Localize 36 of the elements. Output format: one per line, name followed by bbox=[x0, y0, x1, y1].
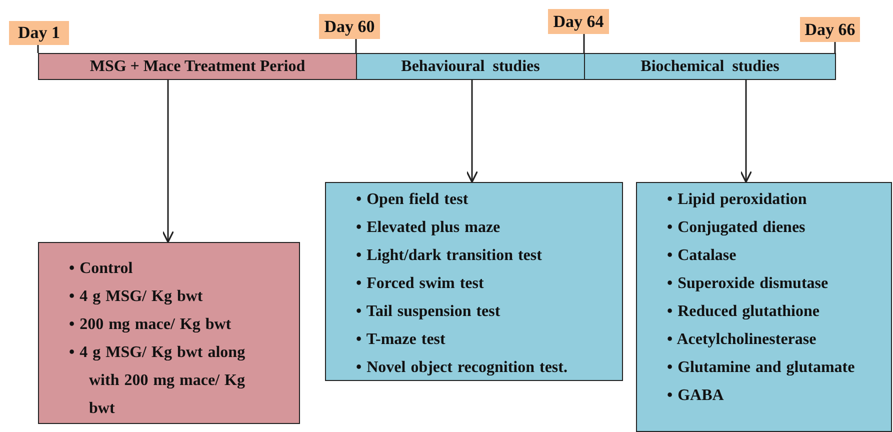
bullet-item: • Catalase bbox=[667, 246, 738, 266]
arrow bbox=[162, 80, 174, 243]
connector-line bbox=[37, 45, 39, 53]
list-box bbox=[38, 242, 300, 424]
list-box bbox=[325, 182, 623, 381]
connector-line bbox=[355, 39, 357, 53]
bullet-item: • Open field test bbox=[356, 190, 470, 210]
bullet-item: • T-maze test bbox=[356, 330, 446, 350]
list-box bbox=[636, 182, 892, 432]
bullet-item: • Conjugated dienes bbox=[667, 218, 806, 238]
timeline-segment: MSG + Mace Treatment Period bbox=[38, 53, 357, 80]
arrow bbox=[740, 80, 752, 183]
arrow bbox=[466, 80, 478, 183]
bullet-item: • Superoxide dismutase bbox=[667, 274, 830, 294]
bullet-item: • 4 g MSG/ Kg bwt along with 200 mg mace/ Kg bwt bbox=[69, 343, 246, 419]
day-label: Day 60 bbox=[319, 14, 380, 39]
connector-line bbox=[583, 34, 585, 53]
bullet-item: • Elevated plus maze bbox=[356, 218, 502, 238]
bullet-item: • Novel object recognition test. bbox=[356, 358, 568, 378]
bullet-item: • Reduced glutathione bbox=[667, 302, 820, 322]
bullet-item: • Tail suspension test bbox=[356, 302, 502, 322]
bullet-item: • Acetylcholinesterase bbox=[667, 330, 818, 350]
day-label: Day 1 bbox=[9, 21, 69, 45]
bullet-item: • 4 g MSG/ Kg bwt bbox=[69, 287, 204, 307]
bullet-item: • 200 mg mace/ Kg bwt bbox=[69, 315, 232, 335]
bullet-item: • Light/dark transition test bbox=[356, 246, 543, 266]
bullet-item: • Control bbox=[69, 259, 134, 279]
connector-line bbox=[834, 42, 836, 53]
timeline-segment: Behavioural studies bbox=[356, 53, 585, 80]
timeline-segment: Biochemical studies bbox=[584, 53, 836, 80]
bullet-item: • Lipid peroxidation bbox=[667, 190, 808, 210]
bullet-item: • Forced swim test bbox=[356, 274, 485, 294]
bullet-item: • GABA bbox=[667, 386, 725, 406]
bullet-item: • Glutamine and glutamate bbox=[667, 358, 856, 378]
day-label: Day 64 bbox=[548, 9, 609, 34]
day-label: Day 66 bbox=[800, 17, 860, 42]
